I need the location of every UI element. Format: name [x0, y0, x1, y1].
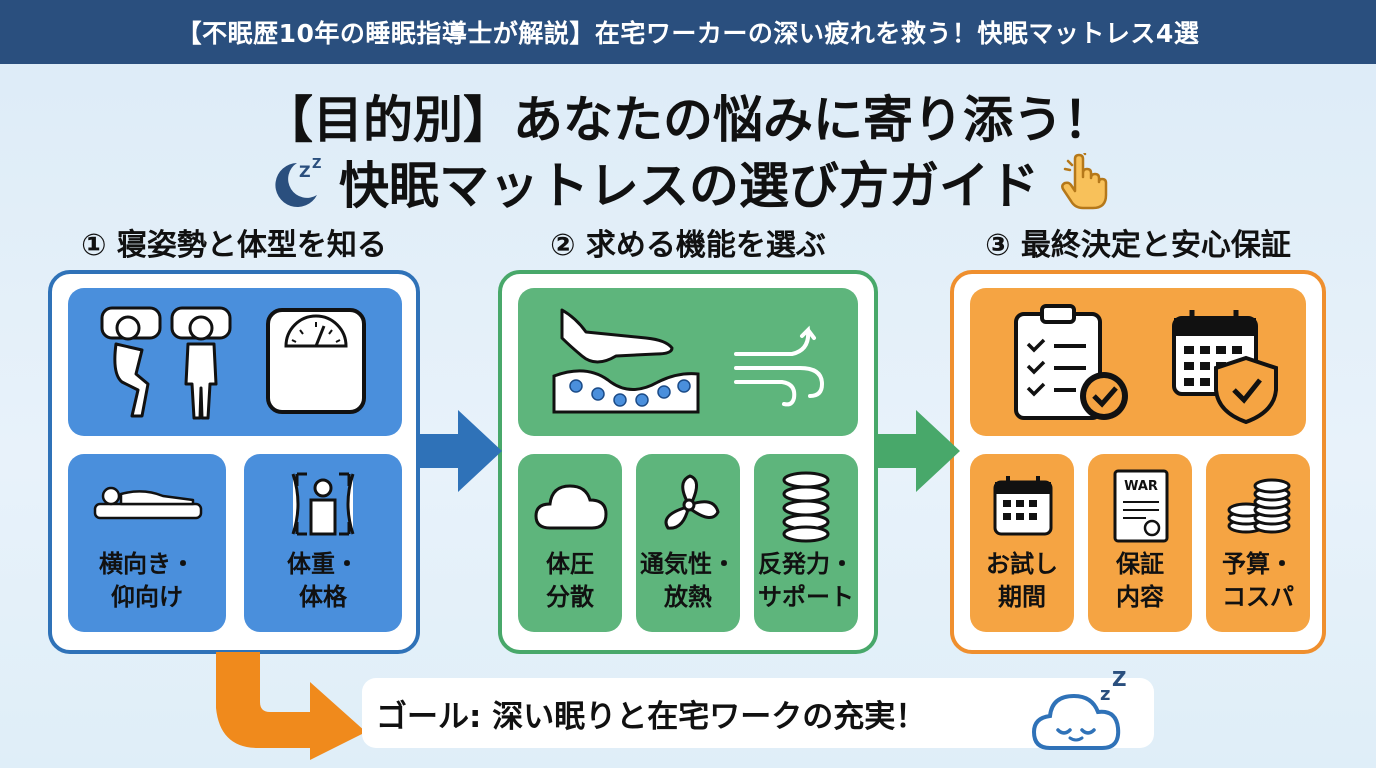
cloud-icon	[534, 484, 608, 530]
calendar-shield-icon	[1172, 310, 1278, 424]
sleeping-cloud-icon: z Z	[1031, 670, 1127, 750]
budget-tile[interactable]: 予算・ コスパ	[1206, 454, 1310, 632]
pointing-hand-icon	[1061, 153, 1108, 210]
step1-heading: ① 寝姿勢と体型を知る	[81, 228, 387, 263]
sleep-position-label: 横向き・ 仰向け	[99, 550, 195, 611]
arrow-step1-to-step2	[418, 410, 502, 492]
sleeping-people-icon	[100, 306, 232, 420]
sleep-posture-tile	[68, 288, 402, 436]
support-label: 反発力・ サポート	[758, 550, 854, 611]
top-banner: 【不眠歴10年の睡眠指導士が解説】在宅ワーカーの深い疲れを救う！快眠マットレス4…	[0, 0, 1376, 64]
page-title-line1: 【目的別】あなたの悩みに寄り添う！	[263, 91, 1113, 149]
step3-panel: お試し 期間 WAR 保証 内容	[950, 270, 1326, 654]
calendar-icon	[993, 476, 1053, 536]
body-weight-label: 体重・ 体格	[287, 550, 359, 611]
step3-heading: ③ 最終決定と安心保証	[985, 228, 1291, 263]
warranty-doc-text: WAR	[1124, 479, 1158, 494]
warranty-tile[interactable]: WAR 保証 内容	[1088, 454, 1192, 632]
pressure-label: 体圧 分散	[546, 550, 594, 611]
body-weight-tile[interactable]: 体重・ 体格	[244, 454, 402, 632]
ventilation-tile[interactable]: 通気性・ 放熱	[636, 454, 740, 632]
sleep-position-tile[interactable]: 横向き・ 仰向け	[68, 454, 226, 632]
step2-heading: ② 求める機能を選ぶ	[550, 228, 826, 263]
pressure-distribution-icon	[552, 308, 700, 414]
svg-text:Z: Z	[299, 162, 311, 181]
budget-label: 予算・ コスパ	[1222, 550, 1294, 611]
trial-period-label: お試し 期間	[986, 550, 1058, 611]
lying-person-icon	[93, 486, 203, 520]
svg-text:Z: Z	[312, 157, 321, 172]
goal-text: ゴール: 深い眠りと在宅ワークの充実！	[376, 698, 927, 735]
sleeping-moon-icon: Z Z	[275, 157, 321, 207]
body-frame-icon	[291, 472, 355, 536]
decision-tile	[970, 288, 1306, 436]
spring-coil-icon	[782, 471, 830, 543]
support-tile[interactable]: 反発力・ サポート	[754, 454, 858, 632]
page-title-line2-text: 快眠マットレスの選び方ガイド	[339, 157, 1039, 215]
banner-text: 【不眠歴10年の睡眠指導士が解説】在宅ワーカーの深い疲れを救う！快眠マットレス4…	[176, 19, 1200, 48]
arrow-step2-to-step3	[876, 410, 960, 492]
coin-stack-icon	[1227, 478, 1291, 534]
trial-period-tile[interactable]: お試し 期間	[970, 454, 1074, 632]
checklist-clipboard-icon	[1014, 304, 1128, 420]
goal-box: ゴール: 深い眠りと在宅ワークの充実！	[362, 678, 1154, 748]
goal-arrow	[216, 652, 366, 760]
warranty-document-icon: WAR	[1113, 469, 1169, 543]
svg-text:z: z	[1100, 684, 1110, 705]
ventilation-label: 通気性・ 放熱	[640, 550, 736, 611]
step1-panel: 横向き・ 仰向け 体重・ 体格	[48, 270, 420, 654]
function-tile	[518, 288, 858, 436]
airflow-icon	[734, 325, 825, 407]
pressure-tile[interactable]: 体圧 分散	[518, 454, 622, 632]
fan-icon	[664, 474, 720, 530]
step2-panel: 体圧 分散 通気性・ 放熱 反発力・ サポート	[498, 270, 878, 654]
page-title-line2: Z Z 快眠マットレスの選び方ガイド	[0, 146, 1376, 218]
svg-text:Z: Z	[1112, 670, 1127, 691]
warranty-label: 保証 内容	[1116, 550, 1164, 611]
weight-scale-icon	[266, 308, 366, 414]
